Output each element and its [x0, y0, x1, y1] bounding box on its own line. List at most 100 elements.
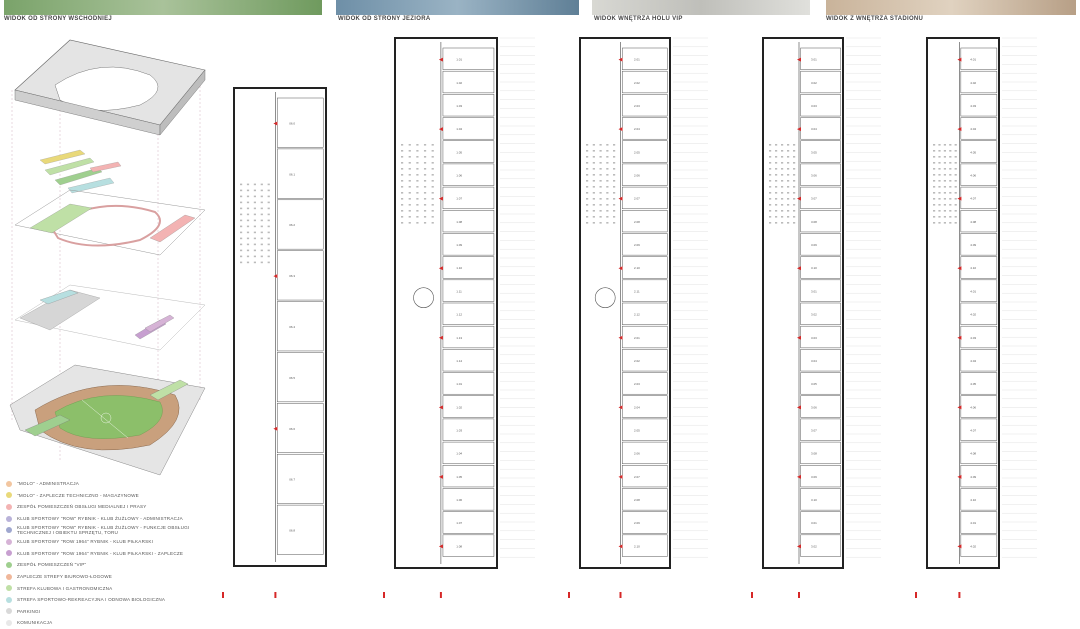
furniture: [267, 213, 270, 216]
furniture: [401, 222, 404, 224]
furniture: [599, 192, 602, 194]
furniture: [943, 156, 946, 158]
room-label: 06.0: [289, 121, 295, 125]
room-label: 3.03: [811, 336, 817, 340]
room-label: 4.10: [970, 266, 976, 270]
furniture: [586, 204, 589, 206]
furniture: [416, 216, 419, 218]
furniture: [938, 216, 941, 218]
furniture: [793, 150, 796, 152]
room-label: 4.01: [970, 58, 976, 62]
room: [442, 140, 495, 163]
room-label: 1.02: [456, 81, 462, 85]
furniture: [613, 168, 616, 170]
furniture: [431, 156, 434, 158]
furniture: [613, 186, 616, 188]
furniture: [938, 168, 941, 170]
room: [442, 372, 495, 395]
furniture: [943, 198, 946, 200]
furniture: [599, 156, 602, 158]
circulation-arrow: [618, 57, 623, 62]
furniture: [416, 156, 419, 158]
furniture: [408, 144, 411, 146]
photo-east-view: [4, 0, 322, 15]
circulation-arrow: [797, 196, 801, 201]
room: [800, 279, 841, 302]
room-label: 3.02: [811, 313, 817, 317]
furniture: [401, 186, 404, 188]
floor-plans: 06.006.106.206.306.406.506.606.706.81.01…: [222, 37, 1037, 598]
furniture: [246, 195, 250, 198]
room: [960, 70, 998, 94]
furniture: [933, 222, 936, 224]
room-label: 3.05: [811, 382, 817, 386]
furniture: [592, 150, 595, 152]
furniture: [943, 144, 946, 146]
photo-lake-view: [336, 0, 579, 15]
room-label: 1.07: [456, 521, 462, 525]
furniture: [401, 210, 404, 212]
room: [800, 418, 841, 441]
furniture: [260, 237, 263, 240]
circulation-arrow: [273, 274, 278, 279]
furniture: [408, 168, 411, 170]
room-label: 2.04: [634, 127, 640, 131]
legend-swatch: [6, 573, 12, 580]
legend-label: KLUB SPORTOWY "ROW 1964" RYBNIK - KLUB P…: [17, 539, 154, 545]
room-label: 2.07: [634, 197, 640, 201]
legend-swatch: [6, 503, 12, 510]
room: [442, 465, 495, 488]
furniture: [267, 261, 270, 264]
furniture: [246, 261, 250, 264]
furniture: [401, 150, 404, 152]
furniture: [781, 222, 784, 224]
furniture: [586, 156, 589, 158]
furniture: [401, 168, 404, 170]
furniture: [267, 237, 270, 240]
room-label: 4.01: [970, 289, 976, 293]
room-label: 1.01: [456, 58, 462, 62]
circulation-arrow: [797, 544, 801, 549]
furniture: [613, 144, 616, 146]
furniture: [949, 150, 952, 152]
furniture: [423, 150, 427, 152]
furniture: [769, 192, 772, 194]
room: [442, 511, 495, 534]
room: [622, 94, 668, 117]
furniture: [586, 210, 589, 212]
room-label: 2.09: [634, 521, 640, 525]
room: [442, 441, 495, 465]
room-label: 3.01: [811, 289, 817, 293]
furniture: [240, 201, 243, 204]
section-marker: [568, 592, 570, 598]
furniture: [613, 192, 616, 194]
furniture: [586, 162, 589, 164]
furniture: [246, 183, 250, 186]
furniture: [246, 243, 250, 246]
furniture: [781, 204, 784, 206]
furniture: [954, 210, 957, 212]
room: [276, 301, 324, 352]
furniture: [787, 216, 790, 218]
room: [622, 302, 668, 325]
furniture: [943, 150, 946, 152]
furniture: [793, 180, 796, 182]
room-label: 4.06: [970, 174, 976, 178]
furniture: [613, 204, 616, 206]
furniture: [775, 192, 778, 194]
furniture: [267, 243, 270, 246]
furniture: [253, 183, 256, 186]
room-label: 3.10: [811, 498, 817, 502]
furniture: [954, 174, 957, 176]
furniture: [401, 174, 404, 176]
furniture: [781, 216, 784, 218]
furniture: [246, 225, 250, 228]
furniture: [416, 168, 419, 170]
room-label: 1.08: [456, 220, 462, 224]
furniture: [592, 204, 595, 206]
furniture: [586, 144, 589, 146]
room-label: 4.07: [970, 197, 976, 201]
furniture: [943, 204, 946, 206]
furniture: [586, 222, 589, 224]
furniture: [408, 216, 411, 218]
